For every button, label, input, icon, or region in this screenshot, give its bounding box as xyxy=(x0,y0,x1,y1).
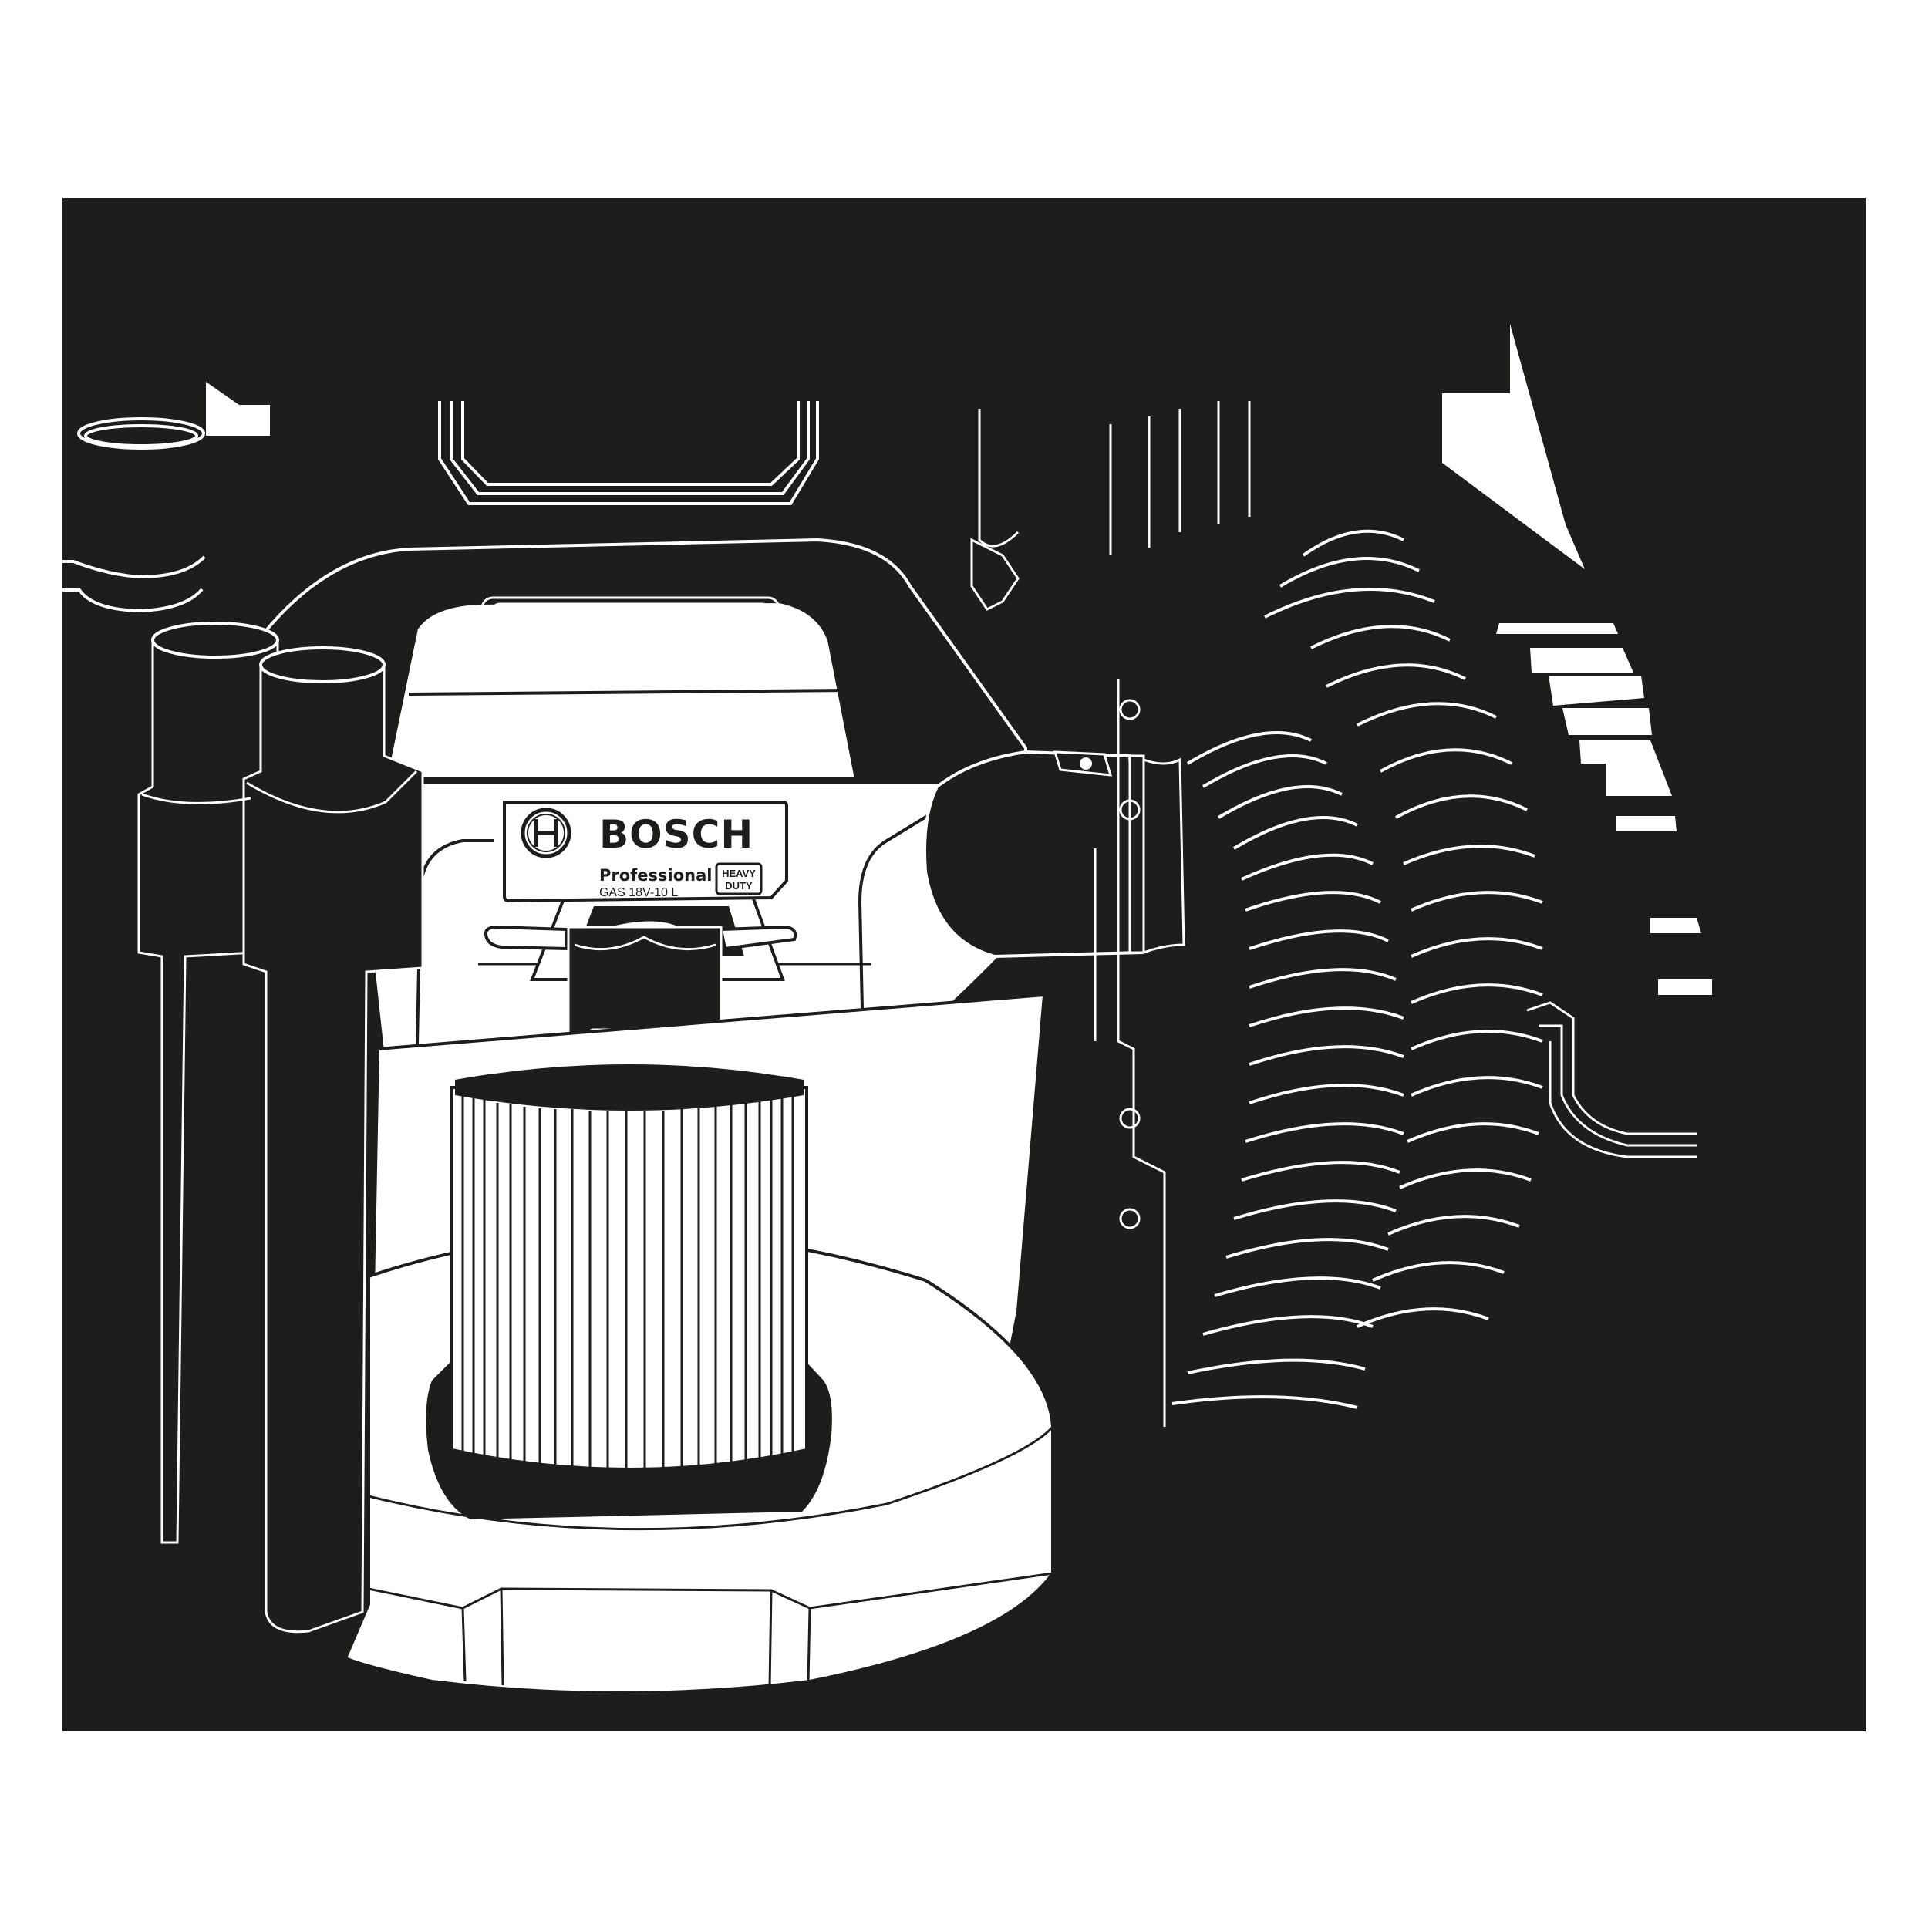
heavy-duty-badge xyxy=(715,862,763,895)
hang-bracket xyxy=(438,401,819,505)
bosch-logo-icon xyxy=(521,808,571,858)
accessory-cutout xyxy=(206,382,270,436)
badge-line-1: HEAVY xyxy=(722,868,756,879)
corrugated-hose xyxy=(1171,529,1543,1409)
wall-bracket xyxy=(970,401,1697,1427)
accessory-ring xyxy=(62,417,206,613)
model-number: GAS 18V-10 L xyxy=(599,886,678,899)
top-cap xyxy=(383,599,858,781)
product-label: BOSCH Professional GAS 18V-10 L HEAVY DU… xyxy=(503,801,788,903)
extension-tubes xyxy=(137,622,424,1634)
product-line: Professional xyxy=(599,866,713,885)
hose-stair-cutouts xyxy=(1496,623,1712,995)
pleated-filter xyxy=(450,1064,808,1472)
hose-connector xyxy=(923,750,1185,959)
cap-vent xyxy=(480,596,780,624)
brand-name: BOSCH xyxy=(599,812,753,857)
badge-line-2: DUTY xyxy=(725,880,753,892)
